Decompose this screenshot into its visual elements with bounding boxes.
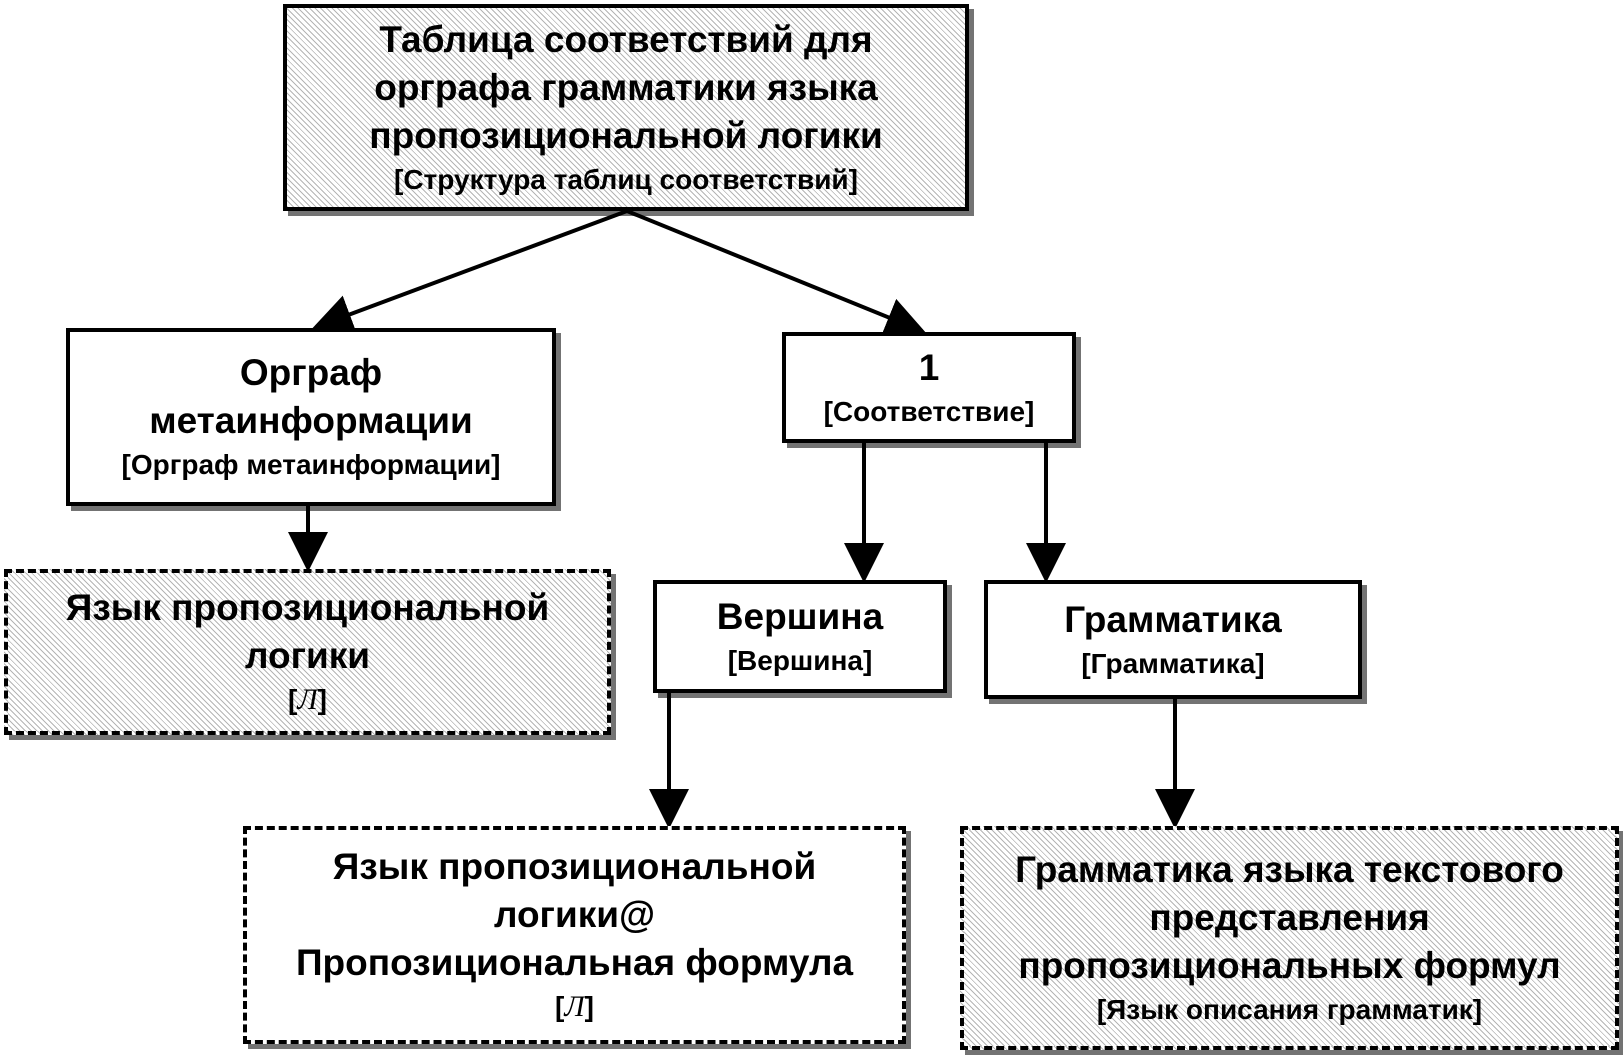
node-grammar: Грамматика [Грамматика] — [984, 580, 1362, 699]
type-bracket-close: ] — [584, 991, 594, 1022]
lambda-symbol: Л — [297, 683, 318, 716]
node-type-label: [Грамматика] — [1081, 647, 1265, 679]
node-type-label: [Вершина] — [727, 644, 873, 676]
type-bracket-open: [ — [288, 684, 298, 715]
edge-root-to-metainfo — [312, 209, 628, 334]
type-bracket-close: ] — [317, 684, 327, 715]
node-title-line: логики@ — [493, 894, 656, 935]
node-type-label: [Л] — [288, 680, 327, 720]
node-correspondence-1: 1 [Соответствие] — [782, 332, 1076, 443]
node-type-label: [Орграф метаинформации] — [121, 449, 501, 480]
node-propositional-formula: Язык пропозициональной логики@ Пропозици… — [243, 826, 906, 1044]
node-metainfo-digraph: Орграф метаинформации [Орграф метаинформ… — [66, 328, 556, 506]
node-type-label: [Структура таблиц соответствий] — [394, 163, 858, 195]
lambda-symbol: Л — [564, 990, 585, 1023]
node-title: Таблица соответствий для орграфа граммат… — [369, 18, 883, 156]
node-type-label: [Л] — [555, 987, 594, 1027]
node-title: Грамматика — [1064, 598, 1282, 640]
node-title-line: Пропозициональная формула — [295, 942, 854, 983]
node-title: 1 — [918, 346, 940, 388]
node-title: Вершина — [716, 595, 884, 637]
node-type-label: [Соответствие] — [823, 395, 1035, 427]
node-title: Орграф метаинформации — [149, 352, 473, 441]
node-title: Язык пропозициональной логики — [65, 587, 550, 676]
edge-root-to-correspondence — [626, 209, 926, 336]
type-bracket-open: [ — [555, 991, 565, 1022]
node-vertex: Вершина [Вершина] — [653, 580, 947, 693]
node-propositional-logic-language: Язык пропозициональной логики [Л] — [4, 569, 611, 735]
node-correspondence-table: Таблица соответствий для орграфа граммат… — [283, 4, 969, 211]
node-title-line: Язык пропозициональной — [332, 846, 817, 887]
node-type-label: [Язык описания грамматик] — [1096, 994, 1483, 1025]
node-title: Грамматика языка текстового представлени… — [1015, 849, 1564, 986]
node-grammar-of-text-language: Грамматика языка текстового представлени… — [960, 826, 1619, 1050]
